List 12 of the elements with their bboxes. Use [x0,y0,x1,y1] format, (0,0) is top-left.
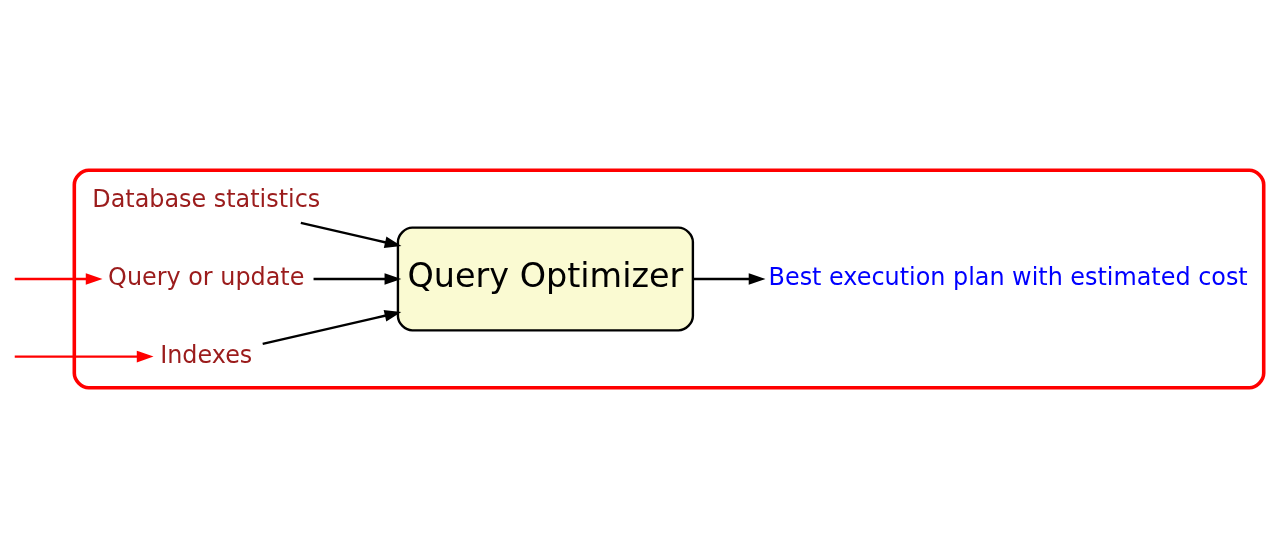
arrow [262,309,402,345]
node-text: Query or update [108,262,305,291]
node-box: Query Optimizer [396,225,695,332]
node-text: Database statistics [92,184,321,213]
arrow [313,272,402,285]
node-text: Indexes [160,340,253,369]
arrow [14,350,154,362]
node-text: Best execution plan with estimated cost [768,262,1248,291]
arrow [692,272,766,285]
arrow [14,272,103,285]
arrow [300,221,402,248]
cluster [72,168,1266,389]
